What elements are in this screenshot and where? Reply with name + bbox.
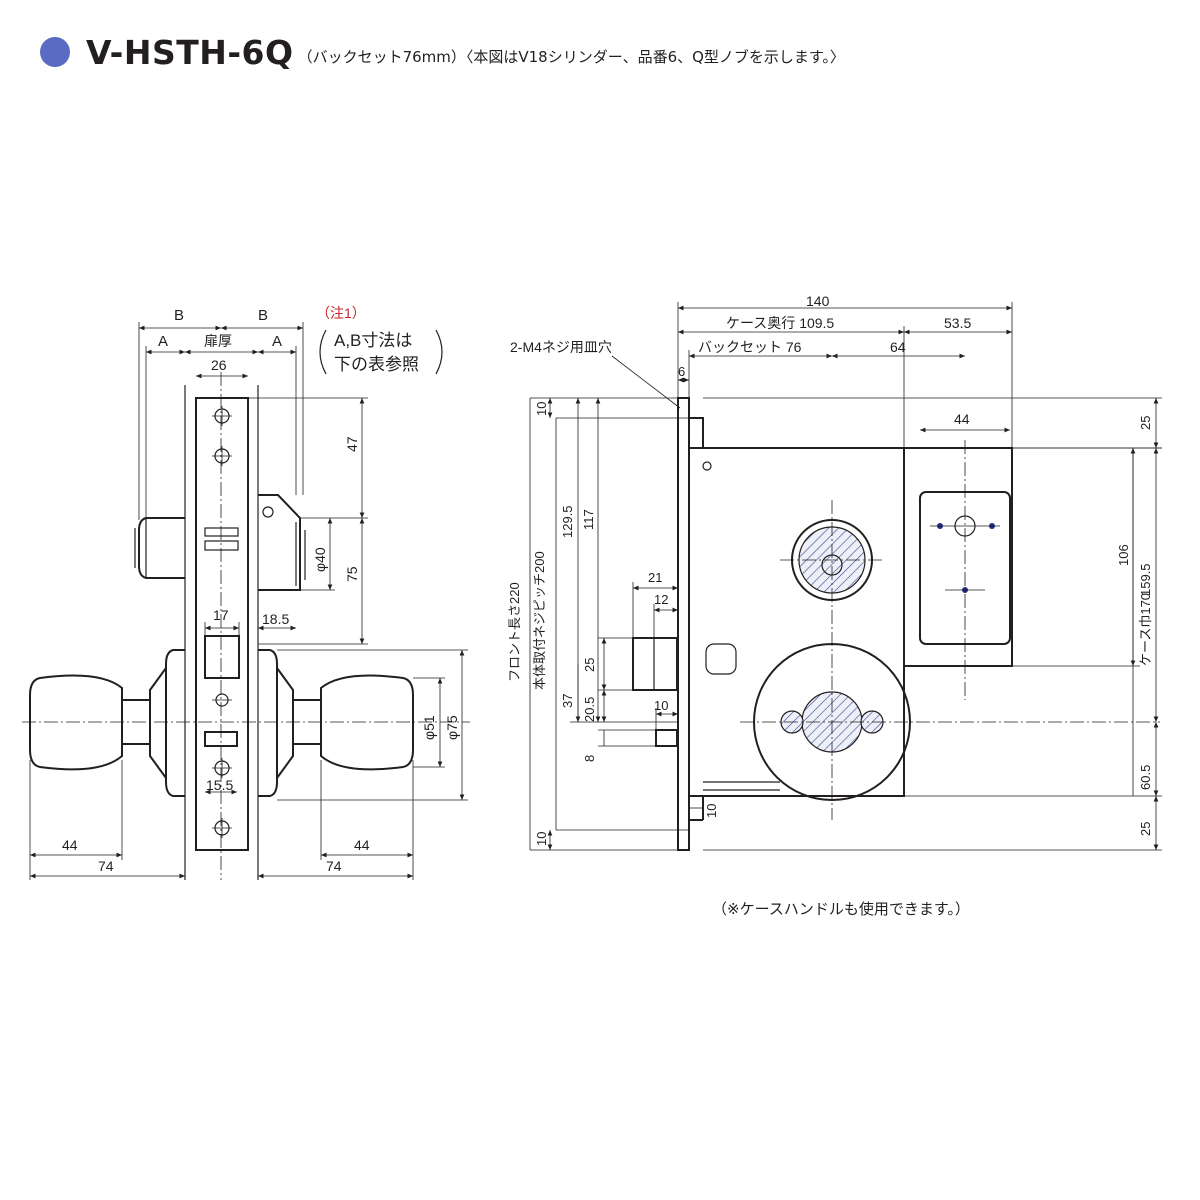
dim-a-left: A xyxy=(158,333,168,350)
dim-18-5: 18.5 xyxy=(262,611,289,627)
note-mark: （注1） xyxy=(316,305,366,321)
note-line1: A,B寸法は xyxy=(334,331,412,350)
dim-64: 64 xyxy=(890,339,906,355)
dim-37: 37 xyxy=(560,694,575,708)
screw-note: 2-M4ネジ用皿穴 xyxy=(510,339,612,355)
dim-case-depth: ケース奥行 109.5 xyxy=(726,315,834,331)
knob-left xyxy=(29,649,185,797)
side-view: B B A A 扉厚 26 47 75 φ40 17 18.5 φ51 φ75 … xyxy=(22,305,470,880)
screw-icon xyxy=(212,406,232,838)
dim-10-mid: 10 xyxy=(654,698,668,713)
model-title: V-HSTH-6Q xyxy=(86,32,294,72)
dim-74-left: 74 xyxy=(98,858,114,874)
latch-bolt xyxy=(204,635,240,679)
dim-44-left: 44 xyxy=(62,837,78,853)
dim-44-right: 44 xyxy=(354,837,370,853)
screw-icon xyxy=(702,461,712,471)
dim-phi75: φ75 xyxy=(444,715,460,740)
dim-b-left: B xyxy=(174,307,184,324)
dim-106: 106 xyxy=(1116,544,1131,566)
dim-10-bottom: 10 xyxy=(534,832,549,846)
front-plate xyxy=(195,397,249,851)
dim-15-5: 15.5 xyxy=(206,777,233,793)
dead-bolt-front xyxy=(655,729,678,747)
dim-25-bottom: 25 xyxy=(1138,822,1153,836)
note-bracket-right xyxy=(435,329,443,375)
latch-tail xyxy=(705,643,737,675)
cylinder-left xyxy=(138,517,185,579)
dim-21: 21 xyxy=(648,570,662,585)
front-plate-edge xyxy=(677,397,690,851)
side-dimensions xyxy=(29,322,468,880)
dim-phi40: φ40 xyxy=(312,547,328,572)
dim-door-thickness: 扉厚 xyxy=(204,333,232,349)
model-subtitle: （バックセット76mm）〈本図はV18シリンダー、品番6、Q型ノブを示します。〉 xyxy=(297,47,845,66)
dim-b-right: B xyxy=(258,307,268,324)
front-view: 140 ケース奥行 109.5 53.5 バックセット 76 64 2-M4ネジ… xyxy=(507,293,1162,851)
case-width-label: ケース巾170 xyxy=(1138,593,1153,666)
bullet-dot-icon xyxy=(40,37,70,67)
dim-26: 26 xyxy=(211,357,227,373)
dim-25-top: 25 xyxy=(1138,416,1153,430)
dim-140: 140 xyxy=(806,293,830,309)
dim-a-right: A xyxy=(272,333,282,350)
dim-53-5: 53.5 xyxy=(944,315,971,331)
dim-10-low: 10 xyxy=(704,804,719,818)
dim-10-top: 10 xyxy=(534,402,549,416)
dim-159-5: 159.5 xyxy=(1138,563,1153,596)
note-bracket-left xyxy=(319,329,327,375)
dim-75: 75 xyxy=(344,566,360,582)
footer-note: （※ケースハンドルも使用できます。） xyxy=(712,900,970,918)
dead-bolt xyxy=(204,731,238,747)
dim-60-5: 60.5 xyxy=(1138,765,1153,790)
dim-8: 8 xyxy=(582,755,597,762)
screw-pitch-label: 本体取付ネジピッチ200 xyxy=(532,551,547,690)
dim-25-mid: 25 xyxy=(582,658,597,672)
note-line2: 下の表参照 xyxy=(334,355,419,374)
dim-129-5: 129.5 xyxy=(560,505,575,538)
dim-backset: バックセット 76 xyxy=(698,339,802,355)
dim-12: 12 xyxy=(654,592,668,607)
front-dimensions xyxy=(529,302,1162,851)
dim-17: 17 xyxy=(213,607,229,623)
dim-47: 47 xyxy=(344,436,360,452)
front-length-label: フロント長さ220 xyxy=(507,582,522,682)
dim-74-right: 74 xyxy=(326,858,342,874)
dim-6: 6 xyxy=(678,364,685,379)
knob-right xyxy=(258,649,414,797)
lock-case xyxy=(688,447,905,797)
page-header: V-HSTH-6Q （バックセット76mm）〈本図はV18シリンダー、品番6、Q… xyxy=(40,30,845,74)
brand-badge xyxy=(204,527,239,537)
latch-bolt-front xyxy=(632,637,678,691)
brand-badge xyxy=(204,540,239,551)
dim-117: 117 xyxy=(581,509,596,530)
dim-20-5: 20.5 xyxy=(582,697,597,722)
dim-44-front: 44 xyxy=(954,411,970,427)
dim-phi51: φ51 xyxy=(421,715,437,740)
case-top xyxy=(689,417,905,449)
case-handle-area xyxy=(903,447,1013,667)
